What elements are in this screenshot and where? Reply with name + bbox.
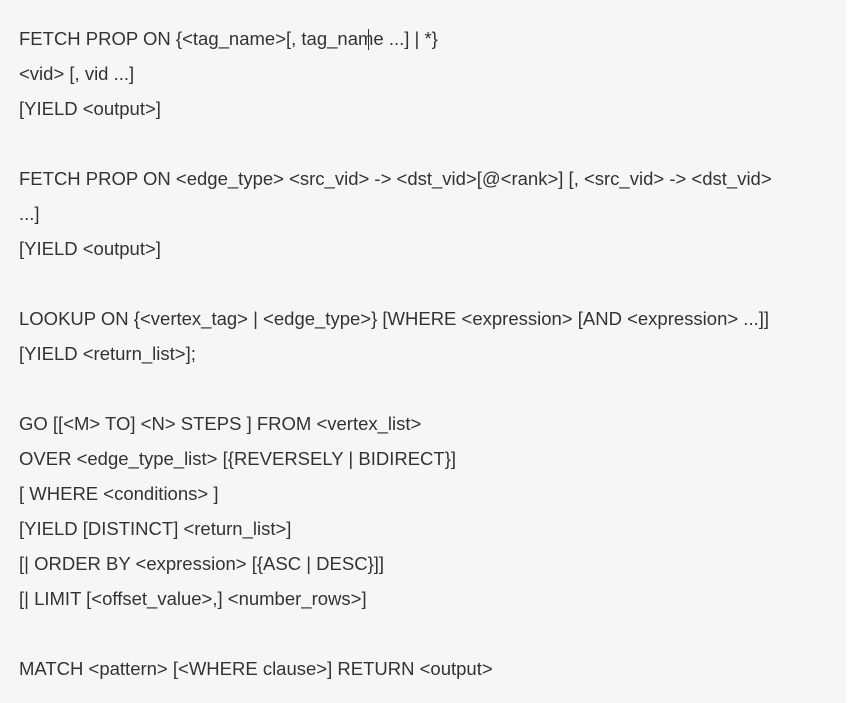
code-line: [| ORDER BY <expression> [{ASC | DESC}]] (19, 553, 385, 574)
blank-line (19, 616, 846, 651)
code-line: FETCH PROP ON {<tag_name>[, tag_name ...… (19, 28, 438, 49)
code-line: [YIELD <output>] (19, 238, 161, 259)
code-line: GO [[<M> TO] <N> STEPS ] FROM <vertex_li… (19, 413, 422, 434)
code-line: <vid> [, vid ...] (19, 63, 135, 84)
code-line: [ WHERE <conditions> ] (19, 483, 219, 504)
blank-line (19, 266, 846, 301)
text-cursor (368, 29, 369, 50)
code-line: MATCH <pattern> [<WHERE clause>] RETURN … (19, 658, 493, 679)
blank-line (19, 126, 846, 161)
code-line: [YIELD [DISTINCT] <return_list>] (19, 518, 292, 539)
code-line: OVER <edge_type_list> [{REVERSELY | BIDI… (19, 448, 457, 469)
code-line: [| LIMIT [<offset_value>,] <number_rows>… (19, 588, 367, 609)
code-line: [YIELD <output>] (19, 98, 161, 119)
blank-line (19, 371, 846, 406)
code-line: [YIELD <return_list>]; (19, 343, 196, 364)
code-line: FETCH PROP ON <edge_type> <src_vid> -> <… (19, 168, 777, 189)
code-line: LOOKUP ON {<vertex_tag> | <edge_type>} [… (19, 308, 769, 329)
code-line: ...] (19, 203, 40, 224)
